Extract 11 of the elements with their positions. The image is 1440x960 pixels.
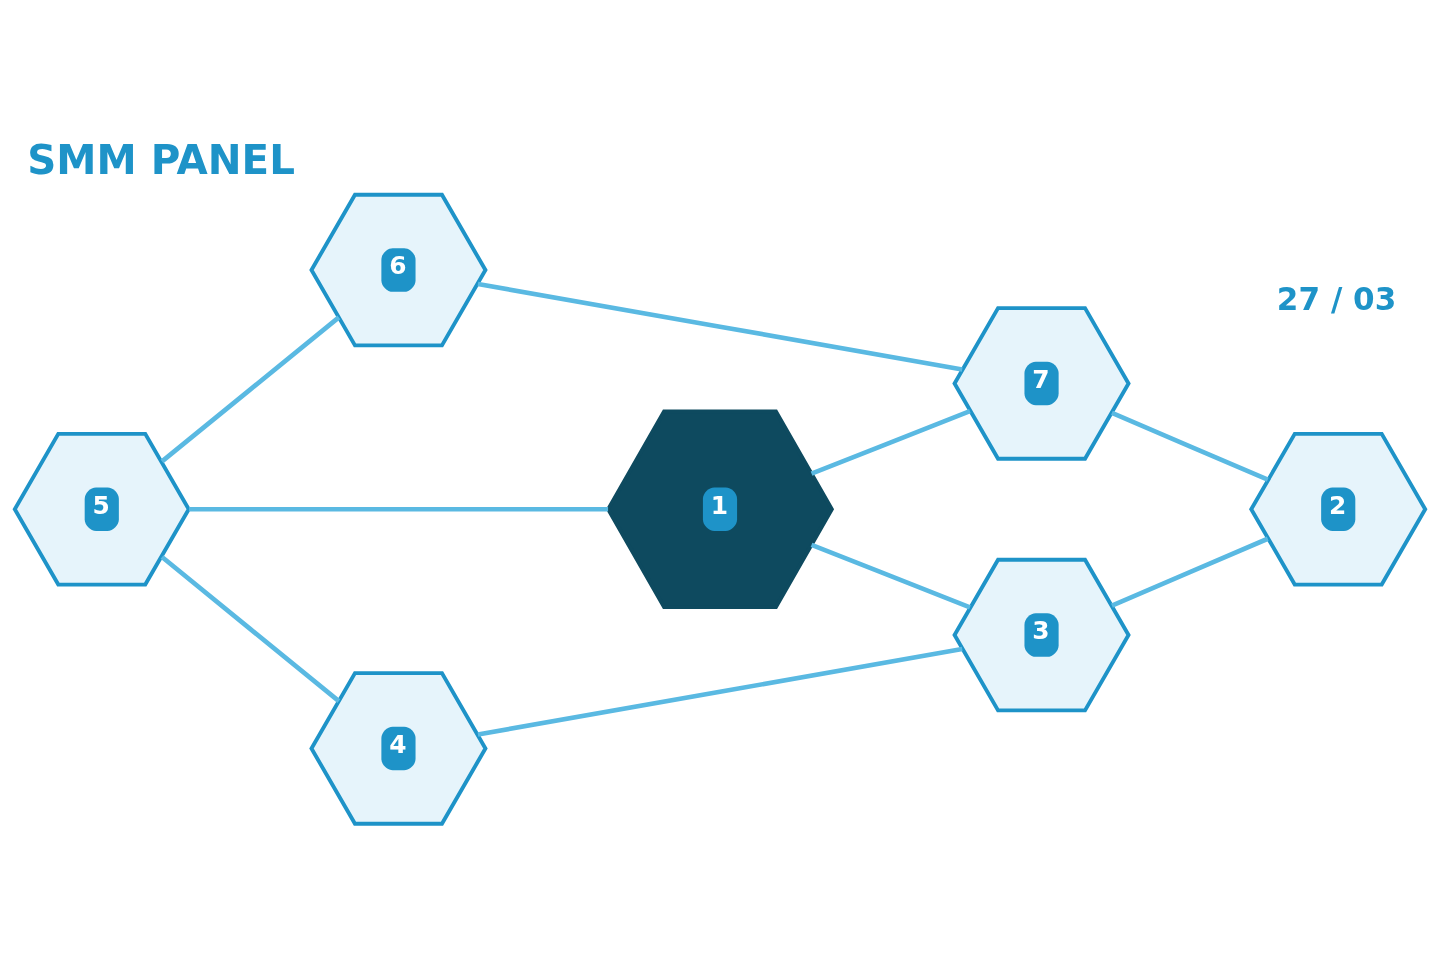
- connector: [477, 281, 963, 372]
- connector: [1111, 410, 1269, 482]
- connector: [1111, 536, 1269, 608]
- diagram-title: SMM PANEL: [27, 136, 295, 184]
- connector: [810, 408, 971, 476]
- connector: [477, 646, 963, 737]
- connector: [189, 506, 609, 512]
- connector: [160, 554, 341, 703]
- connector: [810, 542, 971, 610]
- label: 27 / 03: [1276, 280, 1397, 317]
- connector: [160, 315, 341, 463]
